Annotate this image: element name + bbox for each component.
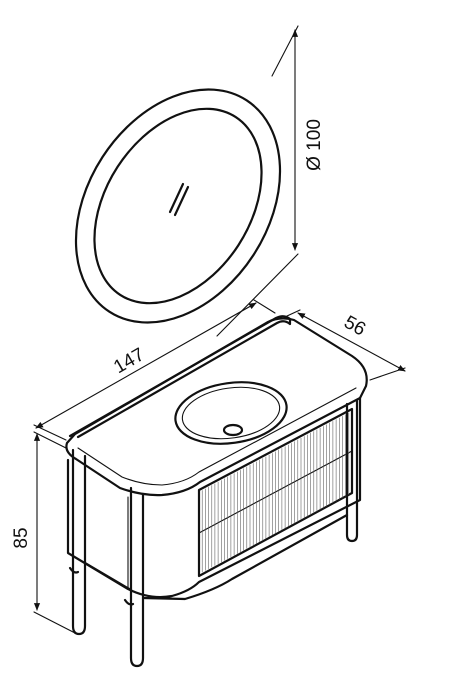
round-mirror <box>74 88 282 324</box>
vanity-unit <box>65 315 368 668</box>
countertop-front-edge <box>77 387 357 486</box>
leg-front-right <box>129 486 145 668</box>
depth-label: 56 <box>340 312 369 341</box>
width-label: 147 <box>110 344 148 378</box>
leg-frame <box>68 398 359 668</box>
leg-front-left <box>71 448 87 636</box>
basin-outer-rim <box>174 381 288 445</box>
height-label: 85 <box>11 527 32 548</box>
width-dimension: 147 <box>33 299 276 441</box>
basin-drain-icon <box>222 423 244 437</box>
mirror-inner-glass <box>93 107 263 305</box>
depth-dimension: 56 <box>286 309 406 381</box>
mirror-touch-sensor-icon <box>168 182 190 217</box>
countertop <box>65 317 368 497</box>
leg-back-right <box>345 398 359 543</box>
lower-frame-rail <box>83 513 349 601</box>
fluted-drawer-fronts <box>197 407 354 578</box>
cabinet-body <box>66 396 362 599</box>
towel-hook-left <box>68 566 80 574</box>
towel-hook-right <box>123 598 135 606</box>
mirror-diameter-dimension: Ø 100 <box>216 25 325 337</box>
mirror-diameter-label: Ø 100 <box>304 119 325 171</box>
drawer-frame <box>197 407 354 578</box>
back-rail <box>68 315 292 439</box>
height-dimension: 85 <box>11 431 76 634</box>
